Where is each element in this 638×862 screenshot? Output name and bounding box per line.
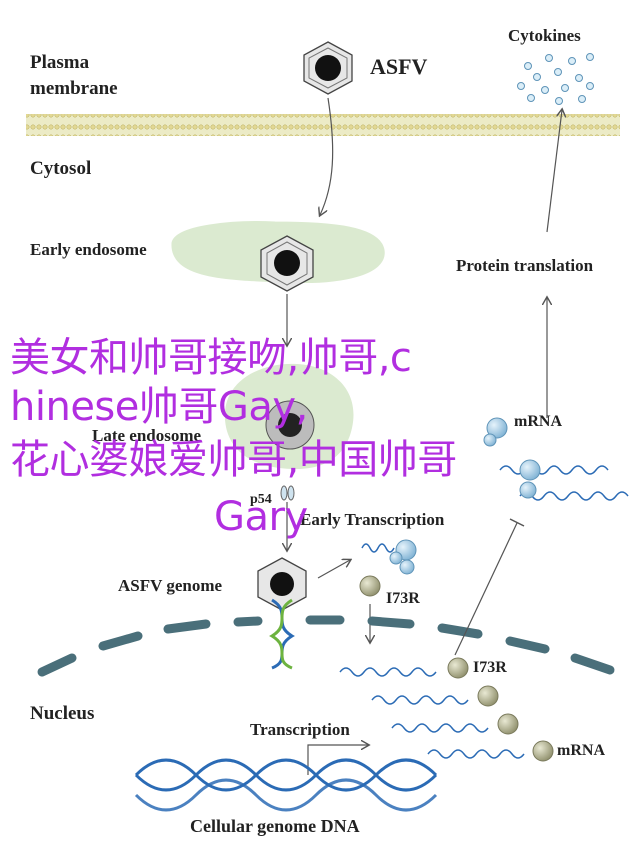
p54-protein-icon	[280, 485, 295, 501]
cellular-dna-helix	[134, 758, 438, 812]
cytosol-label: Cytosol	[30, 158, 92, 179]
asfv-genome-label: ASFV genome	[118, 576, 223, 595]
early-transcription-label: Early Transcription	[300, 510, 445, 529]
entry-arrow	[320, 97, 334, 215]
overlay-text-line-3: 花心婆娘爱帅哥,中国帅哥	[10, 437, 457, 483]
endosome-virion-icon	[260, 235, 314, 292]
overlay-text-line-1: 美女和帅哥接吻,帅哥,c	[10, 335, 412, 381]
early-ribosome-icon	[389, 539, 417, 575]
cytokines-label: Cytokines	[508, 26, 581, 45]
early-transcription-arrow	[317, 560, 350, 579]
overlay-text-line-2: hinese帅哥Gay,	[10, 384, 308, 430]
cytokine-dots	[517, 53, 594, 105]
asfv-genome-icon	[257, 557, 307, 670]
early-endosome-label: Early endosome	[30, 240, 147, 259]
asfv-virion-icon	[303, 41, 353, 95]
plasma-membrane	[26, 114, 620, 136]
nuclear-envelope	[37, 615, 615, 677]
i73r-mid-label: I73R	[473, 659, 507, 676]
cellular-genome-dna-label: Cellular genome DNA	[190, 816, 360, 836]
transcription-label: Transcription	[250, 720, 350, 739]
early-mrna-squiggle	[361, 543, 395, 553]
late-endosome-label: Late endosome	[92, 426, 202, 445]
nucleus-label: Nucleus	[30, 703, 95, 724]
mrna-label: mRNA	[514, 413, 562, 430]
overlay-text-line-4: Gary	[214, 494, 308, 540]
inhibition-bar	[509, 518, 525, 527]
transcription-arrow	[307, 745, 368, 775]
mrna-bottom-label: mRNA	[557, 742, 605, 759]
inhibition-line	[454, 522, 518, 656]
i73r-top-label: I73R	[386, 590, 420, 607]
cyto-mrna-complex	[483, 417, 629, 501]
secretion-arrow	[546, 110, 562, 233]
nuclear-i73r-proteins	[447, 657, 554, 762]
asfv-label: ASFV	[370, 54, 428, 79]
nuclear-mrna-strands	[339, 667, 525, 759]
i73r-protein-icon	[359, 575, 381, 597]
p54-label: p54	[250, 492, 272, 507]
plasma-membrane-label: Plasma membrane	[30, 52, 118, 99]
protein-translation-label: Protein translation	[456, 256, 594, 275]
